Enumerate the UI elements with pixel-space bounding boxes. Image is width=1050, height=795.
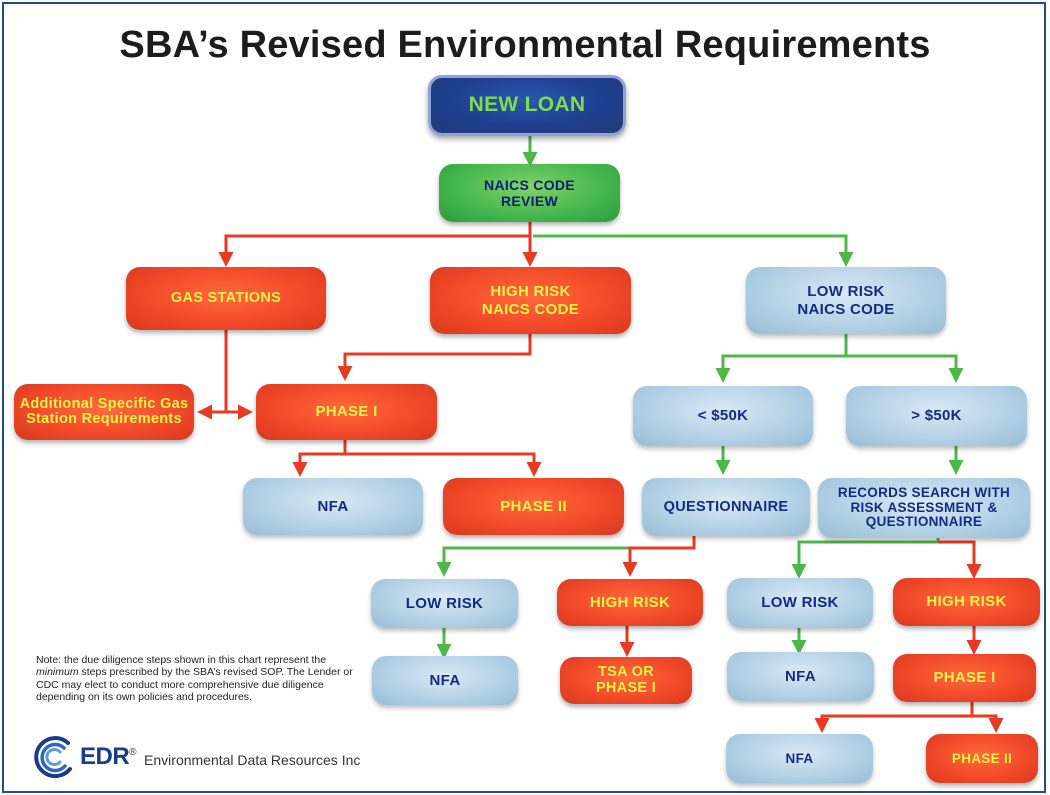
arrow-phase1-nfa [292,440,347,477]
node-tsa-or-phase-i: TSA OR PHASE I [560,657,692,704]
node-high-risk-q: HIGH RISK [557,579,703,626]
node-questionnaire: QUESTIONNAIRE [642,478,810,536]
arrow-naics-lowrisk [533,234,854,267]
arrow-highrisk-phase1 [337,334,532,381]
node-phase-ii-2: PHASE II [926,734,1038,783]
logo-company-name: Environmental Data Resources Inc [144,752,361,768]
node-phase-i-left: PHASE I [256,384,437,440]
node-nfa-4: NFA [726,734,873,783]
page-title: SBA’s Revised Environmental Requirements [119,24,931,66]
node-low-risk-r: LOW RISK [727,578,873,628]
node-low-risk-naics-code: LOW RISK NAICS CODE [746,267,946,334]
node-over-50k: > $50K [846,386,1027,446]
node-additional-gas-station-requirements: Additional Specific Gas Station Requirem… [14,384,194,440]
node-nfa-1: NFA [243,478,423,535]
arrow-naics-gas [218,222,532,267]
arrow-questionnaire-highrisk [622,536,696,577]
node-phase-ii-1: PHASE II [443,478,624,535]
registered-mark: ® [129,747,137,758]
node-phase-i-right: PHASE I [893,654,1036,702]
arrow-phase1r-nfa [814,702,974,733]
node-records-search: RECORDS SEARCH WITH RISK ASSESSMENT & QU… [818,478,1030,538]
node-new-loan: NEW LOAN [428,75,626,136]
node-high-risk-naics-code: HIGH RISK NAICS CODE [430,267,631,334]
node-gas-stations: GAS STATIONS [126,267,326,330]
edr-swirl-logo-icon [34,736,72,779]
arrow-records-highrisk [938,540,982,579]
node-under-50k: < $50K [633,386,813,446]
arrow-lowrisk-under50k [715,334,848,383]
disclaimer-note: Note: the due diligence steps shown in t… [36,654,358,704]
arrow-questionnaire-lowrisk [436,536,696,577]
arrow-phase1-phase2 [345,452,542,477]
node-low-risk-q: LOW RISK [371,579,518,628]
note-text-after: steps prescribed by the SBA’s revised SO… [36,666,353,704]
logo-name: EDR® [80,743,137,770]
arrow-gas-phase1 [224,330,253,420]
node-nfa-3: NFA [727,652,874,701]
node-high-risk-r: HIGH RISK [893,578,1040,626]
edr-logo: EDR® Environmental Data Resources Inc [32,735,360,779]
node-nfa-2: NFA [372,656,518,705]
arrow-phase1r-phase2 [972,714,1004,733]
note-emphasis: minimum [36,666,79,679]
node-naics-code-review: NAICS CODE REVIEW [439,164,620,222]
arrow-records-lowrisk [791,538,940,579]
arrow-lowrisk-over50k [846,354,964,383]
note-text-before: Note: the due diligence steps shown in t… [36,654,327,666]
